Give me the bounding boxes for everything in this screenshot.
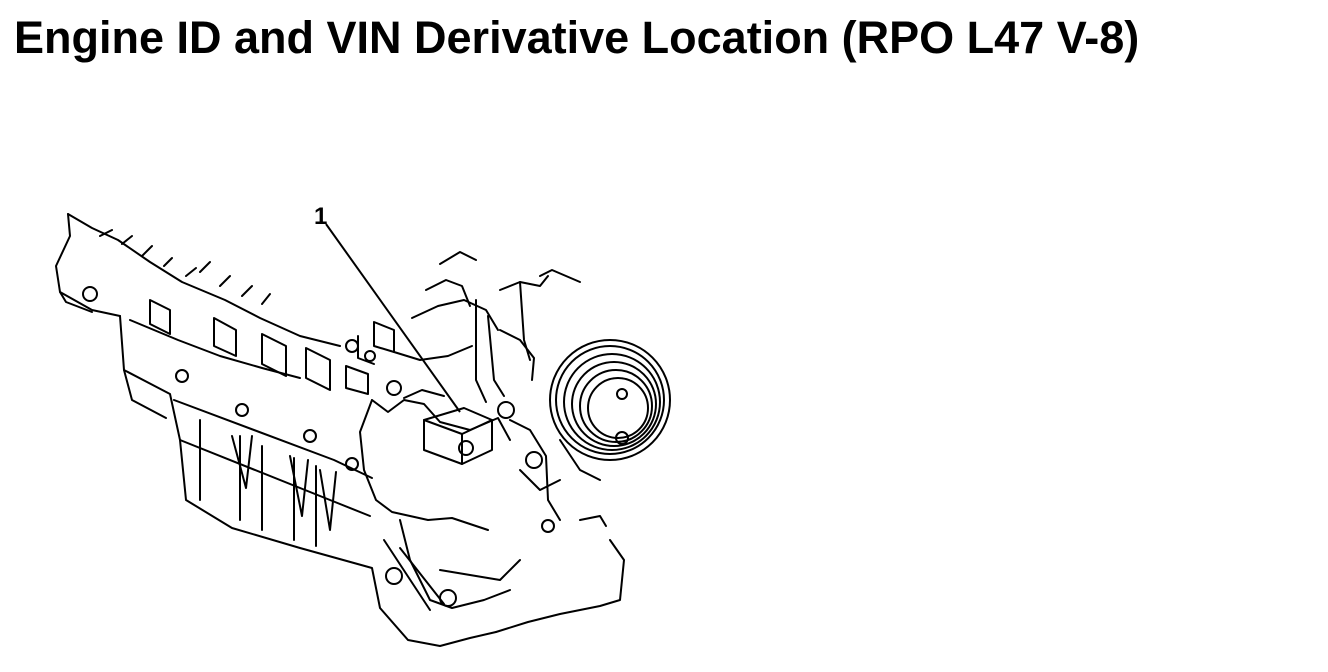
callout-1-leader [325,223,461,413]
page-title: Engine ID and VIN Derivative Location (R… [14,12,1140,63]
engine-illustration [55,213,671,647]
callout-1: 1 [314,203,461,413]
callout-1-label: 1 [314,203,327,230]
